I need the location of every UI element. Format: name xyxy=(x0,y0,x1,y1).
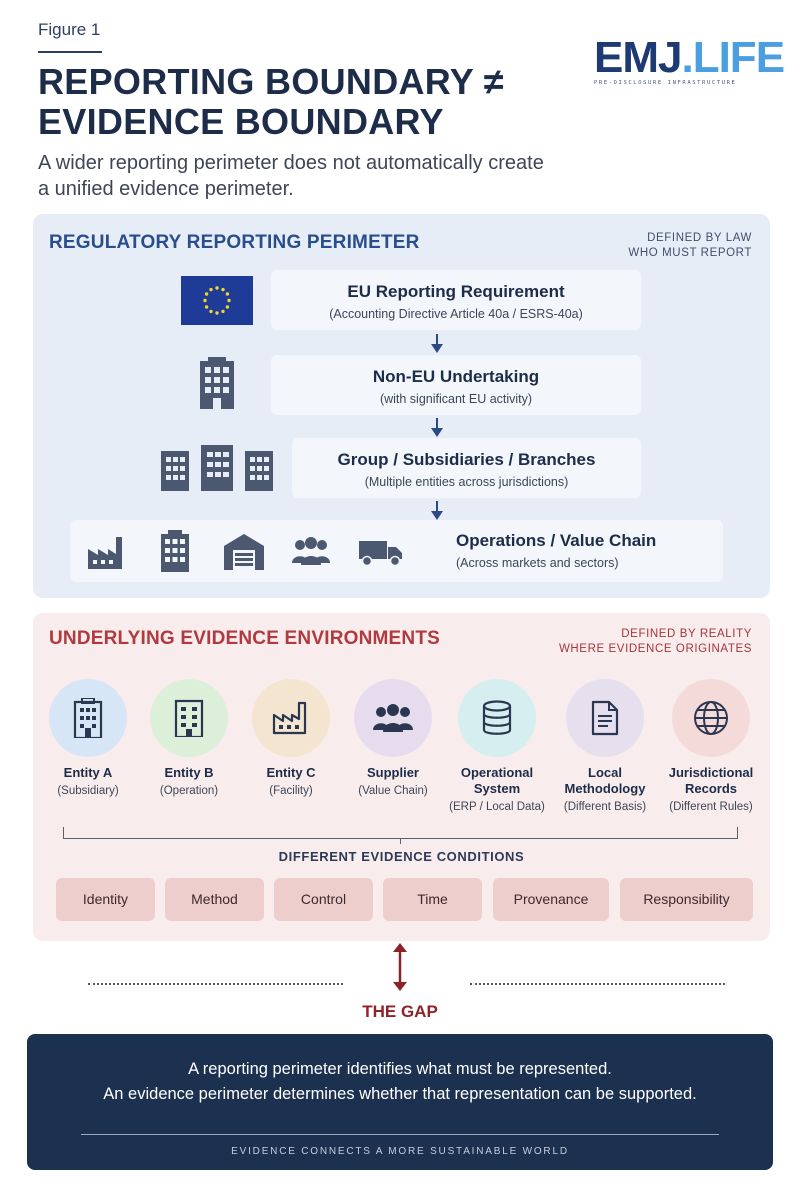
jurisdictional-records-title: Jurisdictional Records xyxy=(656,765,766,797)
evidence-panel-note: DEFINED BY REALITY WHERE EVIDENCE ORIGIN… xyxy=(559,627,752,657)
condition-time: Time xyxy=(383,878,482,921)
local-methodology-title: Local Methodology xyxy=(550,765,660,797)
gap-label: THE GAP xyxy=(362,1002,438,1021)
entity-a-card: Entity A (Subsidiary) xyxy=(33,679,143,799)
regulatory-note-line-2: WHO MUST REPORT xyxy=(628,247,752,259)
entity-c-title: Entity C xyxy=(266,765,316,780)
eu-requirement-box: EU Reporting Requirement (Accounting Dir… xyxy=(271,270,641,330)
footer-line-2: An evidence perimeter determines whether… xyxy=(103,1085,697,1103)
operations-title: Operations / Value Chain xyxy=(456,531,657,550)
bracket-center-tick xyxy=(400,838,401,844)
arrow-down-icon xyxy=(431,501,443,521)
local-methodology-title-line-1: Local xyxy=(588,765,622,780)
jurisdictional-records-title-line-2: Records xyxy=(684,781,738,796)
jurisdictional-records-sub: (Different Rules) xyxy=(669,801,753,813)
buildings-group-icon xyxy=(159,445,275,491)
warehouse-icon xyxy=(224,532,264,570)
non-eu-undertaking-title: Non-EU Undertaking xyxy=(372,367,540,386)
regulatory-note-line-1: DEFINED BY LAW xyxy=(647,232,752,244)
group-subsidiaries-box: Group / Subsidiaries / Branches (Multipl… xyxy=(292,438,641,498)
title-line-1: REPORTING BOUNDARY ≠ xyxy=(38,61,504,102)
supplier-title: Supplier xyxy=(366,765,419,780)
arrow-down-icon xyxy=(431,334,443,354)
condition-identity: Identity xyxy=(56,878,155,921)
page-title: REPORTING BOUNDARY ≠ EVIDENCE BOUNDARY xyxy=(38,62,504,142)
entity-b-title: Entity B xyxy=(164,765,214,780)
group-subsidiaries-sub: (Multiple entities across jurisdictions) xyxy=(364,475,569,489)
operations-sub: (Across markets and sectors) xyxy=(456,556,619,570)
double-arrow-icon xyxy=(390,942,410,992)
operational-system-title-line-1: Operational xyxy=(460,765,534,780)
operations-text: Operations / Value Chain (Across markets… xyxy=(456,531,656,570)
eu-flag-icon xyxy=(181,276,253,325)
local-methodology-title-line-2: Methodology xyxy=(564,781,646,796)
subtitle-line-2: a unified evidence perimeter. xyxy=(38,178,294,200)
document-icon xyxy=(566,679,644,757)
building-icon xyxy=(194,357,240,411)
operational-system-title-line-2: System xyxy=(473,781,521,796)
evidence-panel-title: UNDERLYING EVIDENCE ENVIRONMENTS xyxy=(49,628,441,649)
jurisdictional-records-card: Jurisdictional Records (Different Rules) xyxy=(656,679,766,815)
local-methodology-card: Local Methodology (Different Basis) xyxy=(550,679,660,815)
bracket-end-right xyxy=(737,827,738,839)
evidence-environments-panel: UNDERLYING EVIDENCE ENVIRONMENTS DEFINED… xyxy=(33,613,770,941)
eu-requirement-sub: (Accounting Directive Article 40a / ESRS… xyxy=(329,307,583,321)
figure-label: Figure 1 xyxy=(38,20,101,39)
subtitle-line-1: A wider reporting perimeter does not aut… xyxy=(38,152,544,174)
condition-method: Method xyxy=(165,878,264,921)
bracket-end-left xyxy=(63,827,64,839)
title-line-2: EVIDENCE BOUNDARY xyxy=(38,101,444,142)
arrow-down-icon xyxy=(431,418,443,438)
condition-provenance: Provenance xyxy=(493,878,609,921)
factory-icon xyxy=(252,679,330,757)
eu-requirement-title: EU Reporting Requirement xyxy=(347,282,565,301)
entity-a-sub: (Subsidiary) xyxy=(57,785,119,797)
people-icon xyxy=(292,537,330,565)
footer-divider xyxy=(81,1134,719,1135)
logo-tagline: PRE-DISCLOSURE INFRASTRUCTURE xyxy=(594,80,737,86)
page-subtitle: A wider reporting perimeter does not aut… xyxy=(38,150,598,202)
jurisdictional-records-title-line-1: Jurisdictional xyxy=(668,765,754,780)
supplier-card: Supplier (Value Chain) xyxy=(338,679,448,799)
summary-footer: A reporting perimeter identifies what mu… xyxy=(27,1034,773,1170)
gap-dotted-line-left xyxy=(88,983,343,985)
operations-value-chain-box: Operations / Value Chain (Across markets… xyxy=(70,520,723,582)
operational-system-sub: (ERP / Local Data) xyxy=(449,801,545,813)
office-icon xyxy=(150,679,228,757)
entity-b-sub: (Operation) xyxy=(159,785,219,797)
logo-part-1: EMJ xyxy=(594,33,682,82)
office-building-icon xyxy=(157,530,193,572)
truck-icon xyxy=(359,539,403,567)
regulatory-panel-title: REGULATORY REPORTING PERIMETER xyxy=(49,232,420,253)
footer-line-1: A reporting perimeter identifies what mu… xyxy=(188,1060,612,1078)
gap-dotted-line-right xyxy=(470,983,725,985)
brand-logo: EMJ.LIFE PRE-DISCLOSURE INFRASTRUCTURE xyxy=(594,36,785,87)
condition-control: Control xyxy=(274,878,373,921)
regulatory-panel-note: DEFINED BY LAW WHO MUST REPORT xyxy=(628,231,752,261)
operational-system-card: Operational System (ERP / Local Data) xyxy=(442,679,552,815)
entity-c-sub: (Facility) xyxy=(269,785,313,797)
condition-responsibility: Responsibility xyxy=(620,878,753,921)
local-methodology-sub: (Different Basis) xyxy=(563,801,647,813)
logo-part-2: .LIFE xyxy=(681,33,785,82)
non-eu-undertaking-sub: (with significant EU activity) xyxy=(379,392,533,406)
group-subsidiaries-title: Group / Subsidiaries / Branches xyxy=(337,450,596,469)
conditions-label: DIFFERENT EVIDENCE CONDITIONS xyxy=(278,849,525,864)
entity-b-card: Entity B (Operation) xyxy=(134,679,244,799)
database-icon xyxy=(458,679,536,757)
evidence-note-line-1: DEFINED BY REALITY xyxy=(621,628,752,640)
figure-label-underline xyxy=(38,51,102,53)
regulatory-perimeter-panel: REGULATORY REPORTING PERIMETER DEFINED B… xyxy=(33,214,770,598)
entity-c-card: Entity C (Facility) xyxy=(236,679,346,799)
entity-a-title: Entity A xyxy=(63,765,113,780)
operational-system-title: Operational System xyxy=(442,765,552,797)
building-icon xyxy=(49,679,127,757)
globe-icon xyxy=(672,679,750,757)
footer-tagline: EVIDENCE CONNECTS A MORE SUSTAINABLE WOR… xyxy=(231,1146,569,1157)
people-icon xyxy=(354,679,432,757)
evidence-note-line-2: WHERE EVIDENCE ORIGINATES xyxy=(558,643,752,655)
factory-icon xyxy=(86,535,126,569)
supplier-sub: (Value Chain) xyxy=(358,785,428,797)
non-eu-undertaking-box: Non-EU Undertaking (with significant EU … xyxy=(271,355,641,415)
